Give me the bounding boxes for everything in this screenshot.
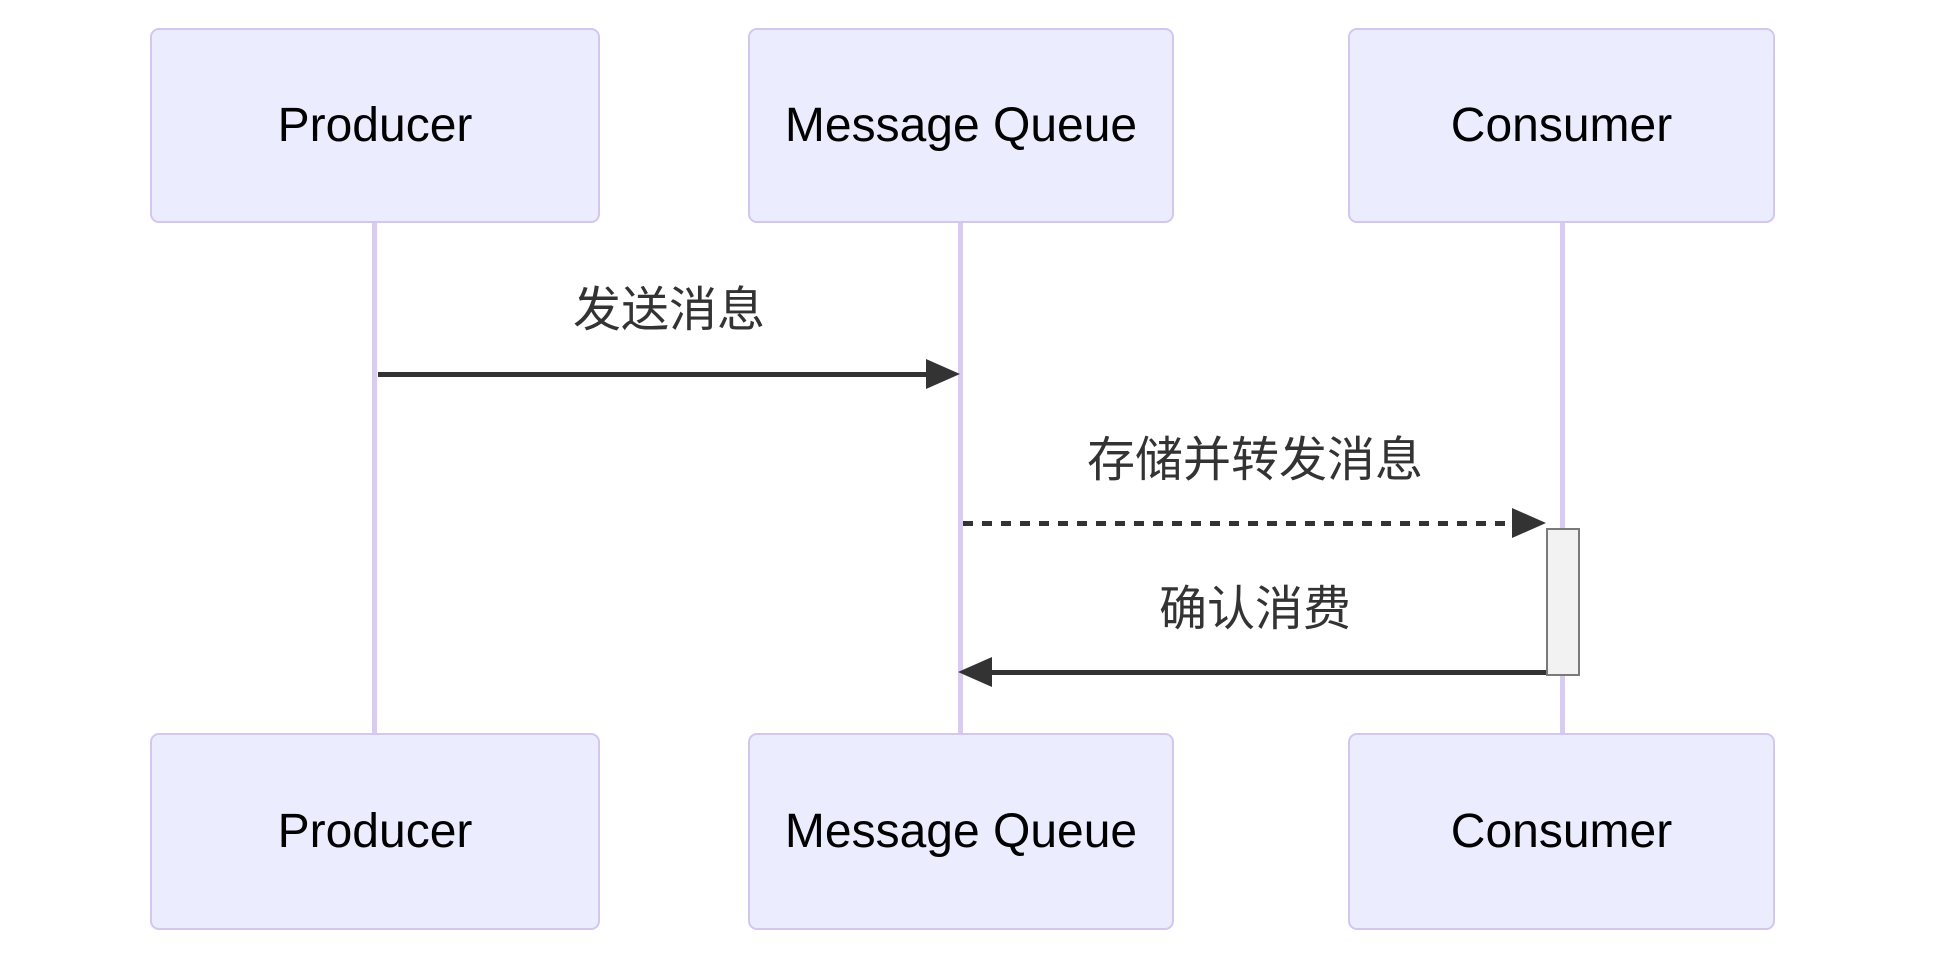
lifeline-consumer: [1560, 223, 1565, 733]
message-2-arrowhead-icon: [1512, 508, 1546, 538]
actor-top-consumer: Consumer: [1348, 28, 1775, 223]
message-2-line: [963, 521, 1512, 526]
message-3-line: [990, 670, 1546, 675]
lifeline-message-queue: [958, 223, 963, 733]
actor-top-producer: Producer: [150, 28, 600, 223]
actor-top-message-queue: Message Queue: [748, 28, 1174, 223]
actor-bottom-consumer: Consumer: [1348, 733, 1775, 930]
message-1-label: 发送消息: [572, 284, 766, 337]
message-3-label: 确认消费: [1158, 583, 1352, 636]
message-2-label: 存储并转发消息: [1086, 434, 1424, 487]
lifeline-producer: [372, 223, 377, 733]
actor-bottom-message-queue: Message Queue: [748, 733, 1174, 930]
message-1-arrowhead-icon: [926, 359, 960, 389]
message-3-arrowhead-icon: [958, 657, 992, 687]
message-1-line: [378, 372, 926, 377]
actor-bottom-producer: Producer: [150, 733, 600, 930]
activation-bar-consumer: [1546, 528, 1580, 676]
